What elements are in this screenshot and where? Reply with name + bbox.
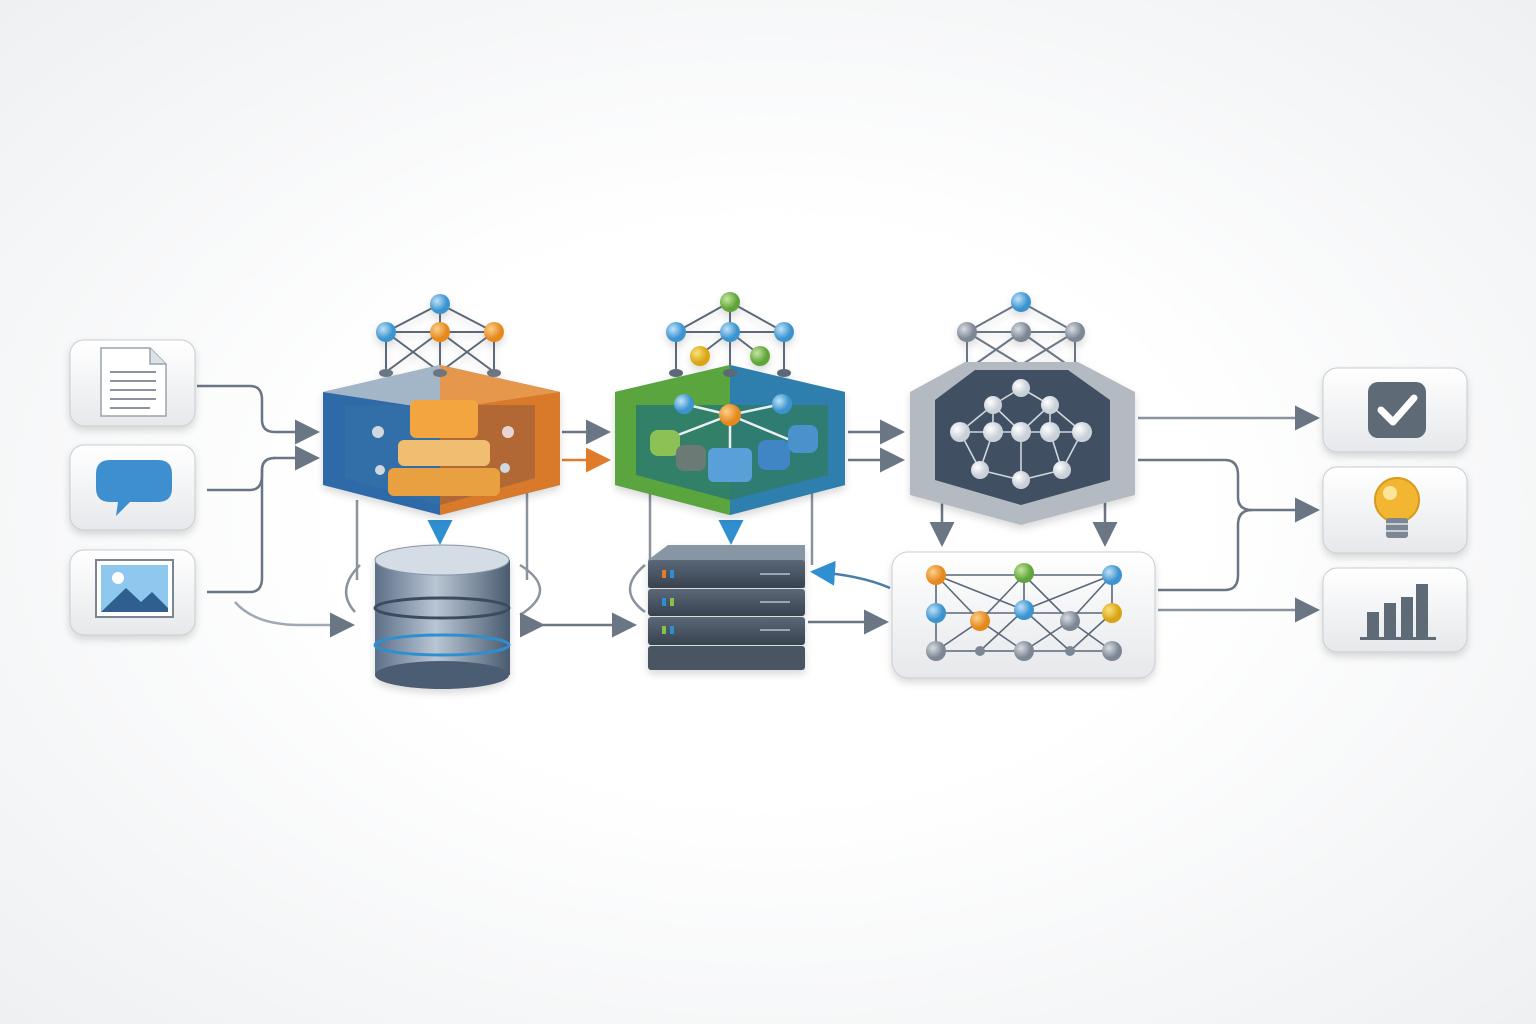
bar-chart-icon — [1360, 584, 1436, 640]
network-graph-panel[interactable] — [891, 551, 1156, 679]
loop-database-left — [345, 564, 361, 613]
database-icon[interactable] — [373, 544, 511, 689]
document-icon — [100, 347, 167, 417]
output-check-card[interactable] — [1322, 367, 1468, 453]
arrow-image-to-database — [234, 601, 355, 638]
checkmark-icon — [1368, 382, 1426, 438]
arrow-document-to-stage1 — [197, 384, 320, 445]
output-bulb-card[interactable] — [1322, 466, 1468, 554]
loop-database-right — [519, 563, 542, 617]
image-icon — [95, 559, 174, 618]
stage1-network-icon — [376, 294, 504, 373]
lightbulb-icon — [1374, 477, 1420, 538]
input-chat-card[interactable] — [69, 444, 196, 531]
stage3-network-icon — [957, 292, 1085, 371]
arrow-panel-to-bulb — [1158, 508, 1253, 592]
stage2-network-icon — [666, 292, 794, 372]
stage2-data-cube[interactable] — [615, 292, 845, 515]
input-document-card[interactable] — [69, 339, 196, 427]
stage1-processing-cube[interactable] — [323, 294, 560, 515]
input-image-card[interactable] — [69, 549, 196, 636]
server-stack-icon[interactable] — [648, 545, 805, 670]
arrow-stage3-to-bulb — [1138, 458, 1320, 523]
arrow-panel-to-server — [810, 560, 891, 590]
stage3-neural-hexagon[interactable] — [910, 292, 1135, 525]
output-chart-card[interactable] — [1322, 567, 1468, 653]
connectors — [197, 384, 1320, 638]
chat-bubble-icon — [96, 460, 172, 516]
arrow-image-to-stage1 — [207, 456, 276, 594]
loop-server-left — [628, 564, 646, 614]
